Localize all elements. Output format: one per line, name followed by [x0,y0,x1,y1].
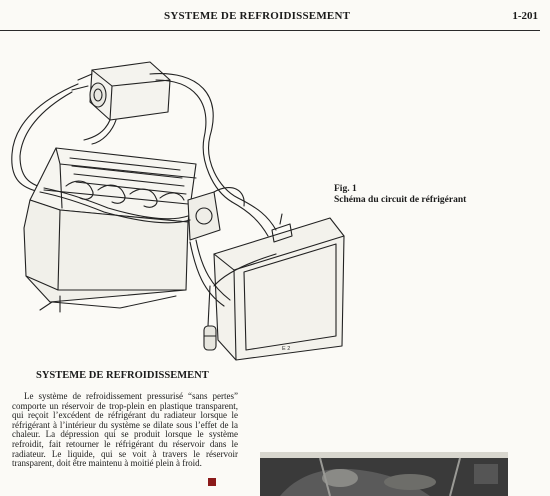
figure-caption: Fig. 1 Schéma du circuit de réfrigérant [334,184,534,206]
water-pump [187,187,245,241]
section-heading: SYSTEME DE REFROIDISSEMENT [36,370,209,381]
photo-fragment [260,452,508,496]
page-marker [208,478,216,486]
page-number: 1-201 [512,10,538,22]
engine-block [23,147,197,313]
figure-number: Fig. 1 [334,184,357,194]
section-body-text: Le système de refroidissement pressurisé… [12,391,238,469]
figure-tag: E 2 [282,346,291,352]
heater-unit [71,61,171,121]
radiator [213,213,345,361]
header-divider [0,30,540,31]
running-header-title: SYSTEME DE REFROIDISSEMENT [164,10,351,22]
figure-description: Schéma du circuit de réfrigérant [334,195,467,205]
page-header: SYSTEME DE REFROIDISSEMENT 1-201 [0,10,550,28]
cooling-circuit-illustration [11,61,345,361]
overflow-reservoir [203,253,277,351]
